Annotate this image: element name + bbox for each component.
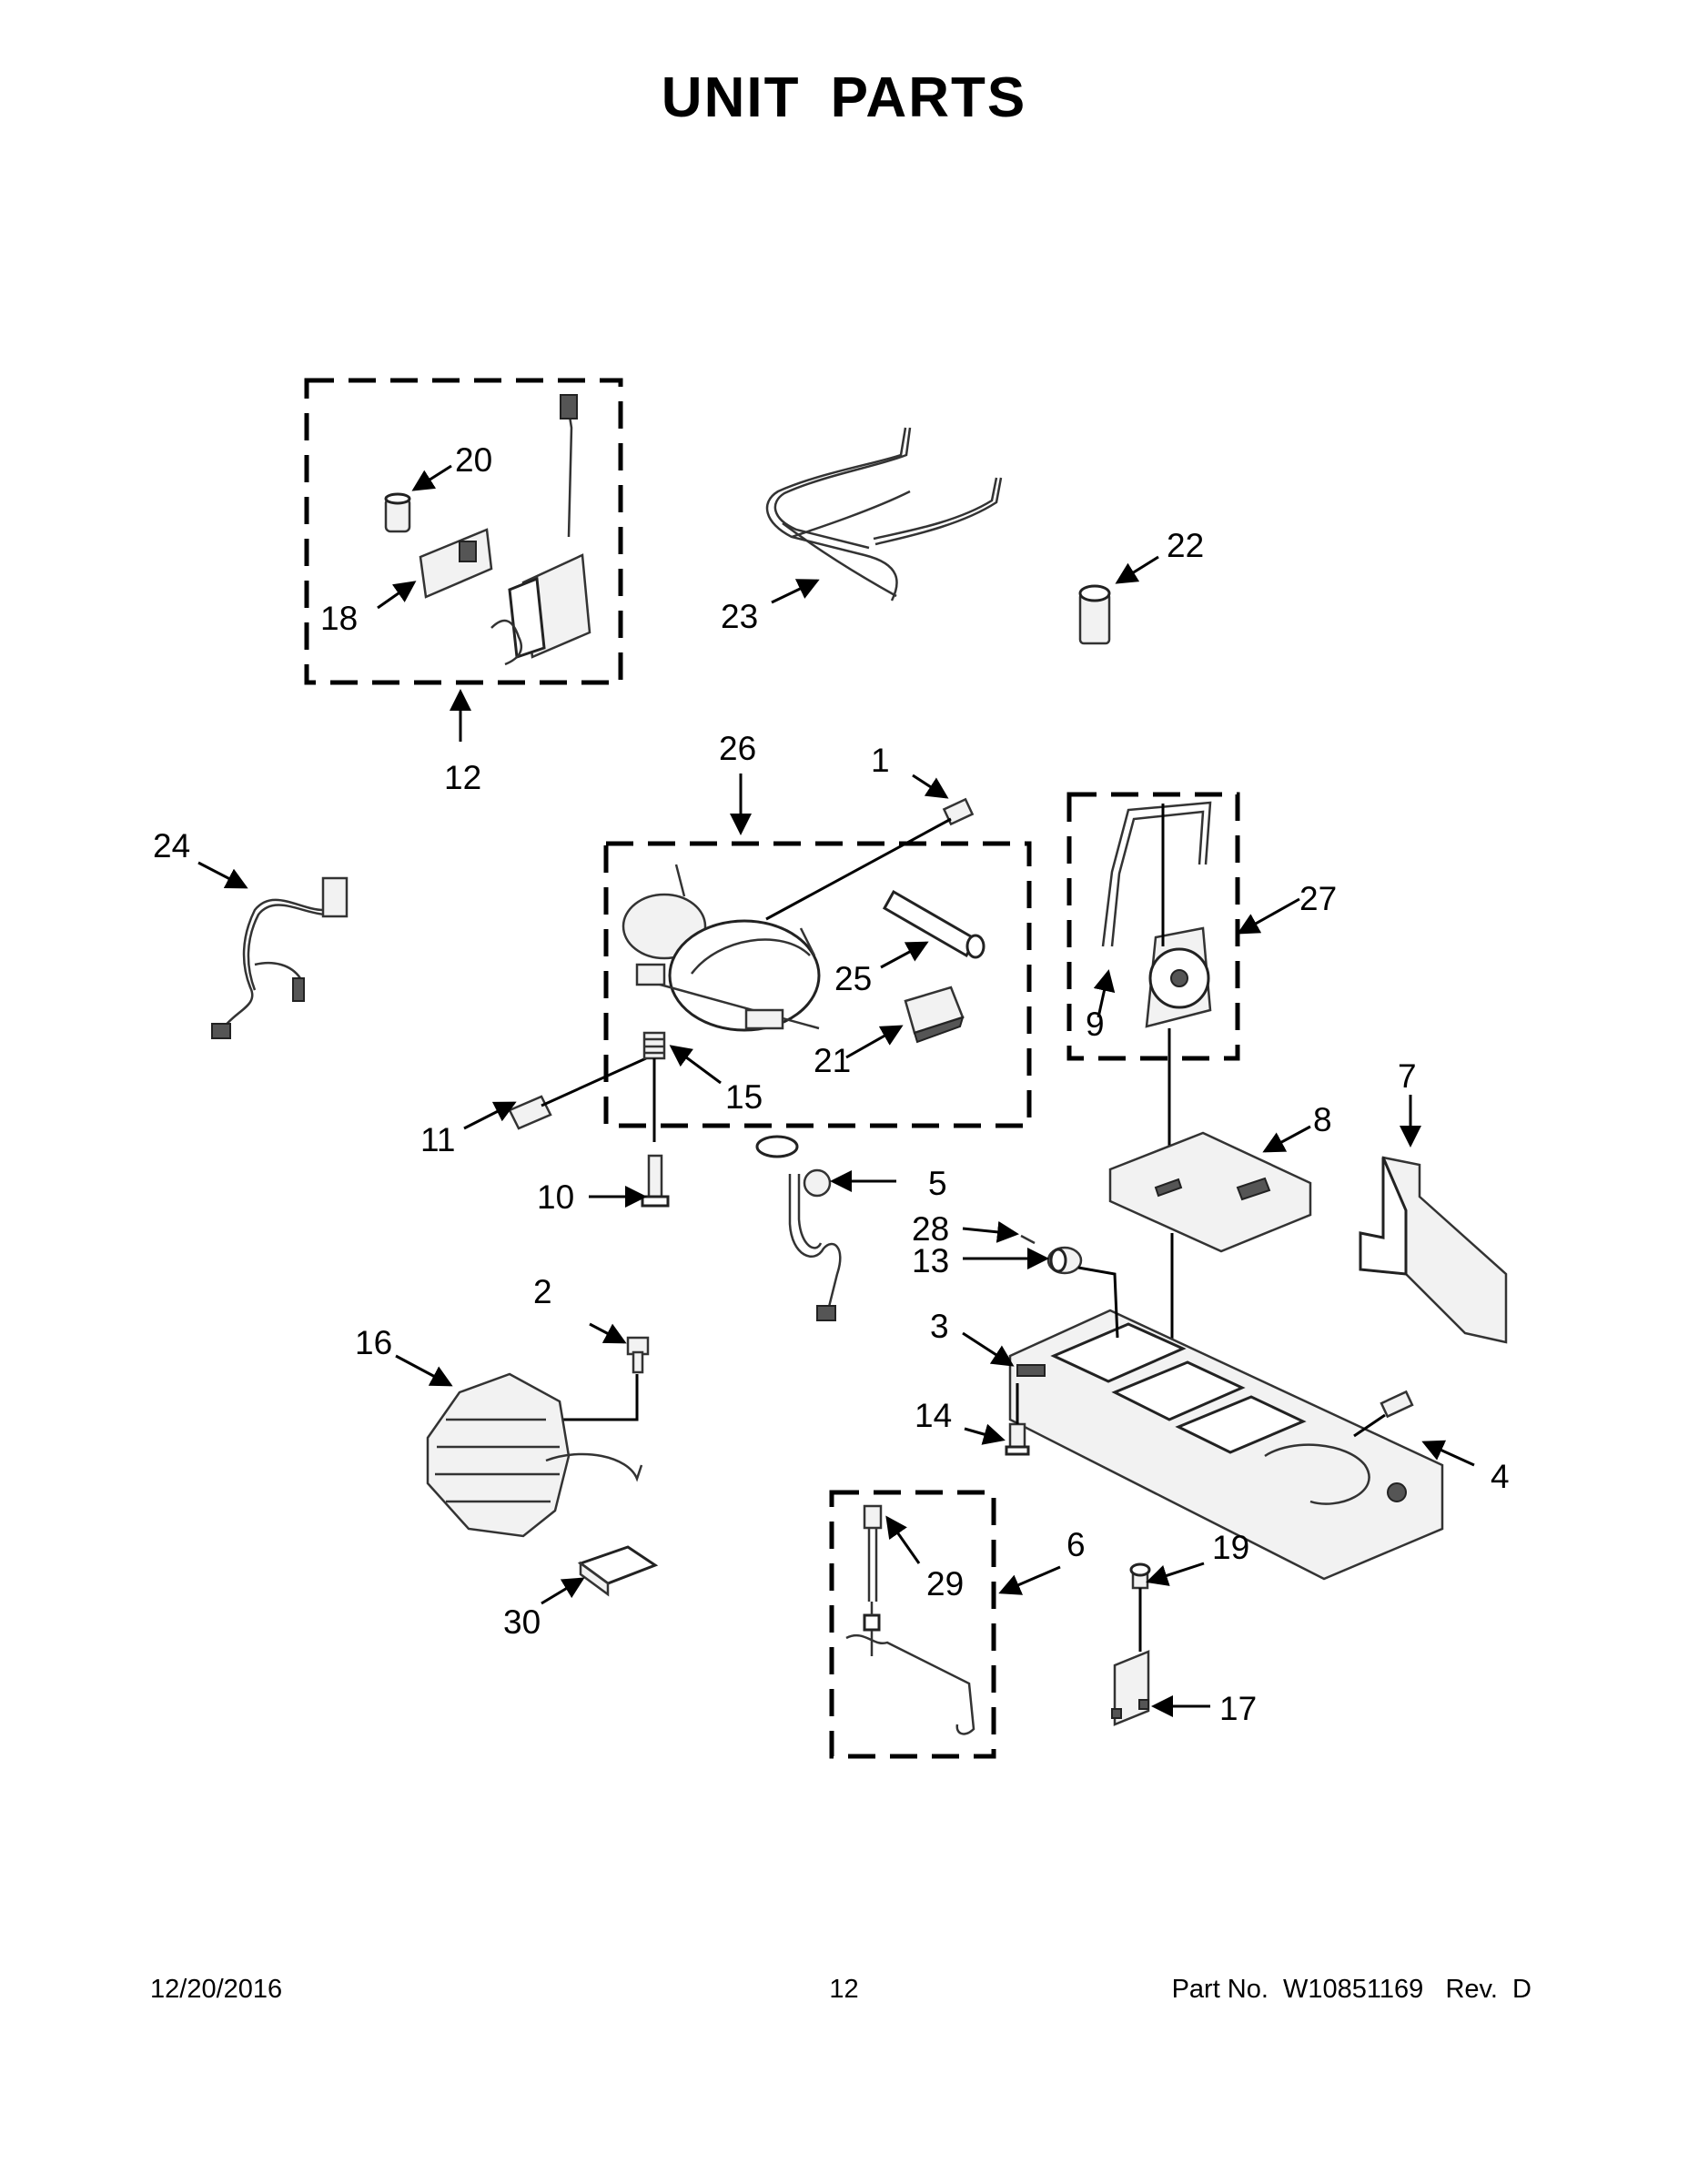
group-box-drain-heater (829, 1490, 996, 1759)
mounting-bracket-part (508, 1095, 552, 1130)
screw-part-2 (626, 1336, 650, 1374)
callout-11: 11 (420, 1121, 455, 1158)
screw-part-1 (942, 797, 975, 826)
callout-23: 23 (721, 598, 758, 635)
filter-drier-part (882, 889, 986, 959)
callout-15: 15 (725, 1078, 763, 1116)
callout-labels: 20 18 12 23 22 26 1 24 25 21 27 9 7 8 11… (153, 441, 1510, 1727)
control-cover-part (419, 528, 493, 599)
callout-19: 19 (1212, 1529, 1249, 1566)
footer-page-number: 12 (829, 1975, 859, 2004)
callout-8: 8 (1313, 1101, 1332, 1138)
group-box-electrical (304, 378, 623, 685)
callout-12: 12 (444, 759, 481, 796)
callout-5: 5 (928, 1165, 947, 1202)
mounting-clip-part (1111, 1650, 1150, 1726)
callout-16: 16 (355, 1324, 392, 1361)
callout-2: 2 (533, 1273, 552, 1310)
base-pan-part (1008, 1309, 1444, 1581)
callout-18: 18 (320, 600, 358, 637)
callout-9: 9 (1086, 1006, 1105, 1043)
mounting-stud-part (641, 1154, 670, 1208)
callout-1: 1 (871, 742, 890, 779)
callout-10: 10 (537, 1178, 574, 1216)
grommet-part (642, 1031, 666, 1060)
condenser-coil-part (426, 1372, 643, 1538)
wire-harness-part (211, 876, 349, 1039)
callout-17: 17 (1219, 1690, 1257, 1727)
callout-6: 6 (1066, 1526, 1086, 1563)
callout-3: 3 (930, 1308, 949, 1345)
footer-date: 12/20/2016 (150, 1975, 283, 2004)
compressor-control-module (490, 394, 591, 666)
bolt-part-14 (1005, 1422, 1030, 1456)
callout-21: 21 (814, 1042, 851, 1079)
drain-heater-part (845, 1504, 975, 1735)
group-box-compressor (603, 841, 1032, 1128)
insulation-roll-part (1078, 584, 1111, 645)
callout-7: 7 (1398, 1057, 1417, 1095)
insulation-block-part (1359, 1156, 1508, 1344)
callout-30: 30 (503, 1603, 541, 1641)
callout-13: 13 (912, 1242, 949, 1279)
screw-part-4 (1380, 1390, 1414, 1419)
pad-part (577, 1545, 659, 1597)
screw-part-19 (1129, 1562, 1151, 1590)
callout-20: 20 (455, 441, 492, 479)
footer-part-number: Part No. W10851169 Rev. D (1171, 1975, 1531, 2004)
callout-22: 22 (1167, 527, 1204, 564)
callout-14: 14 (915, 1397, 952, 1434)
fan-bracket-part (1108, 1131, 1312, 1253)
pin-part (1020, 1234, 1036, 1245)
rubber-grommet-part (1046, 1246, 1083, 1275)
callout-28: 28 (912, 1210, 949, 1248)
compressor-part (622, 864, 821, 1032)
callout-29: 29 (926, 1565, 964, 1603)
callout-26: 26 (719, 730, 756, 767)
tubing-assembly-part (765, 427, 1003, 602)
start-relay-part (904, 986, 965, 1044)
callout-25: 25 (834, 960, 872, 997)
page-title: UNIT PARTS (661, 66, 1027, 129)
callout-27: 27 (1299, 880, 1337, 917)
callout-4: 4 (1491, 1458, 1510, 1495)
capacitor-part (384, 492, 411, 533)
condenser-fan-part (1101, 801, 1212, 1028)
drain-hose-part (755, 1135, 842, 1321)
callout-24: 24 (153, 827, 190, 864)
